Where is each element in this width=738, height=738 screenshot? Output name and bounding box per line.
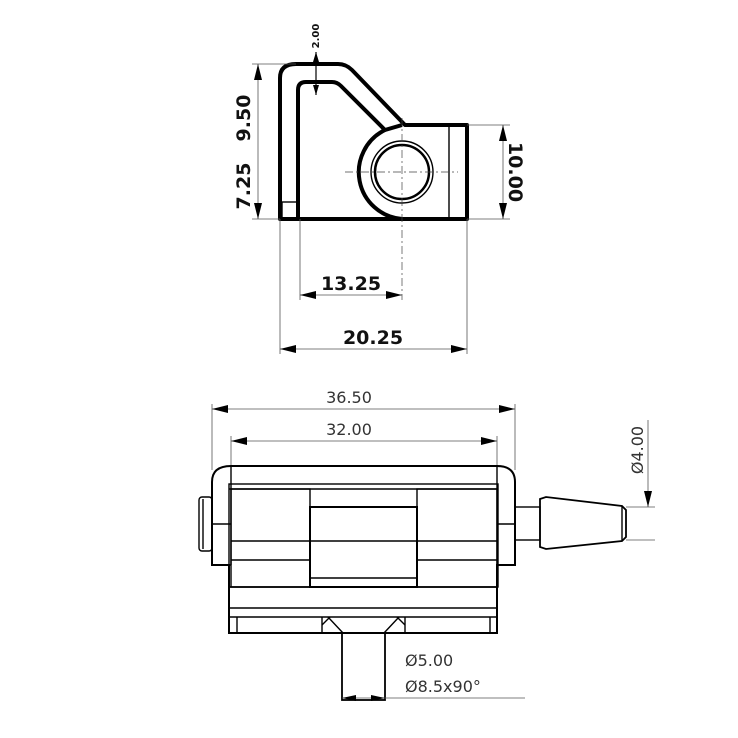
left-knob: [198, 496, 213, 552]
screw-pin: [341, 632, 386, 701]
dim-hole-offset: 13.25: [321, 273, 381, 295]
dim-countersink: Ø8.5x90°: [405, 677, 481, 696]
dim-pin-diameter: Ø4.00: [628, 426, 647, 474]
top-view: 9.50 7.25 10.00 2.00 13.25 20.25: [233, 24, 526, 354]
knuckle-left: [230, 488, 311, 588]
bracket-outline: [278, 62, 469, 221]
dim-upper-height: 9.50: [233, 95, 255, 142]
bracket-inner-wall: [296, 80, 387, 219]
dim-wall: 2.00: [311, 24, 322, 49]
front-view: 36.50 32.00: [198, 388, 655, 701]
dim-hole-diameter: Ø5.00: [405, 651, 453, 670]
knuckle-right: [416, 488, 498, 588]
dim-overall-length: 36.50: [326, 388, 372, 407]
hinge-body-outline: [211, 465, 516, 634]
dim-lower-height: 7.25: [233, 163, 255, 210]
dim-right-height: 10.00: [504, 142, 526, 202]
hinge-knuckle-arc: [356, 128, 403, 221]
pin-tip: [539, 496, 627, 550]
pin-shaft: [514, 506, 541, 541]
knuckle-center: [309, 506, 418, 588]
countersink: [321, 616, 406, 634]
dim-body-length: 32.00: [326, 420, 372, 439]
dim-total-width: 20.25: [343, 327, 403, 349]
